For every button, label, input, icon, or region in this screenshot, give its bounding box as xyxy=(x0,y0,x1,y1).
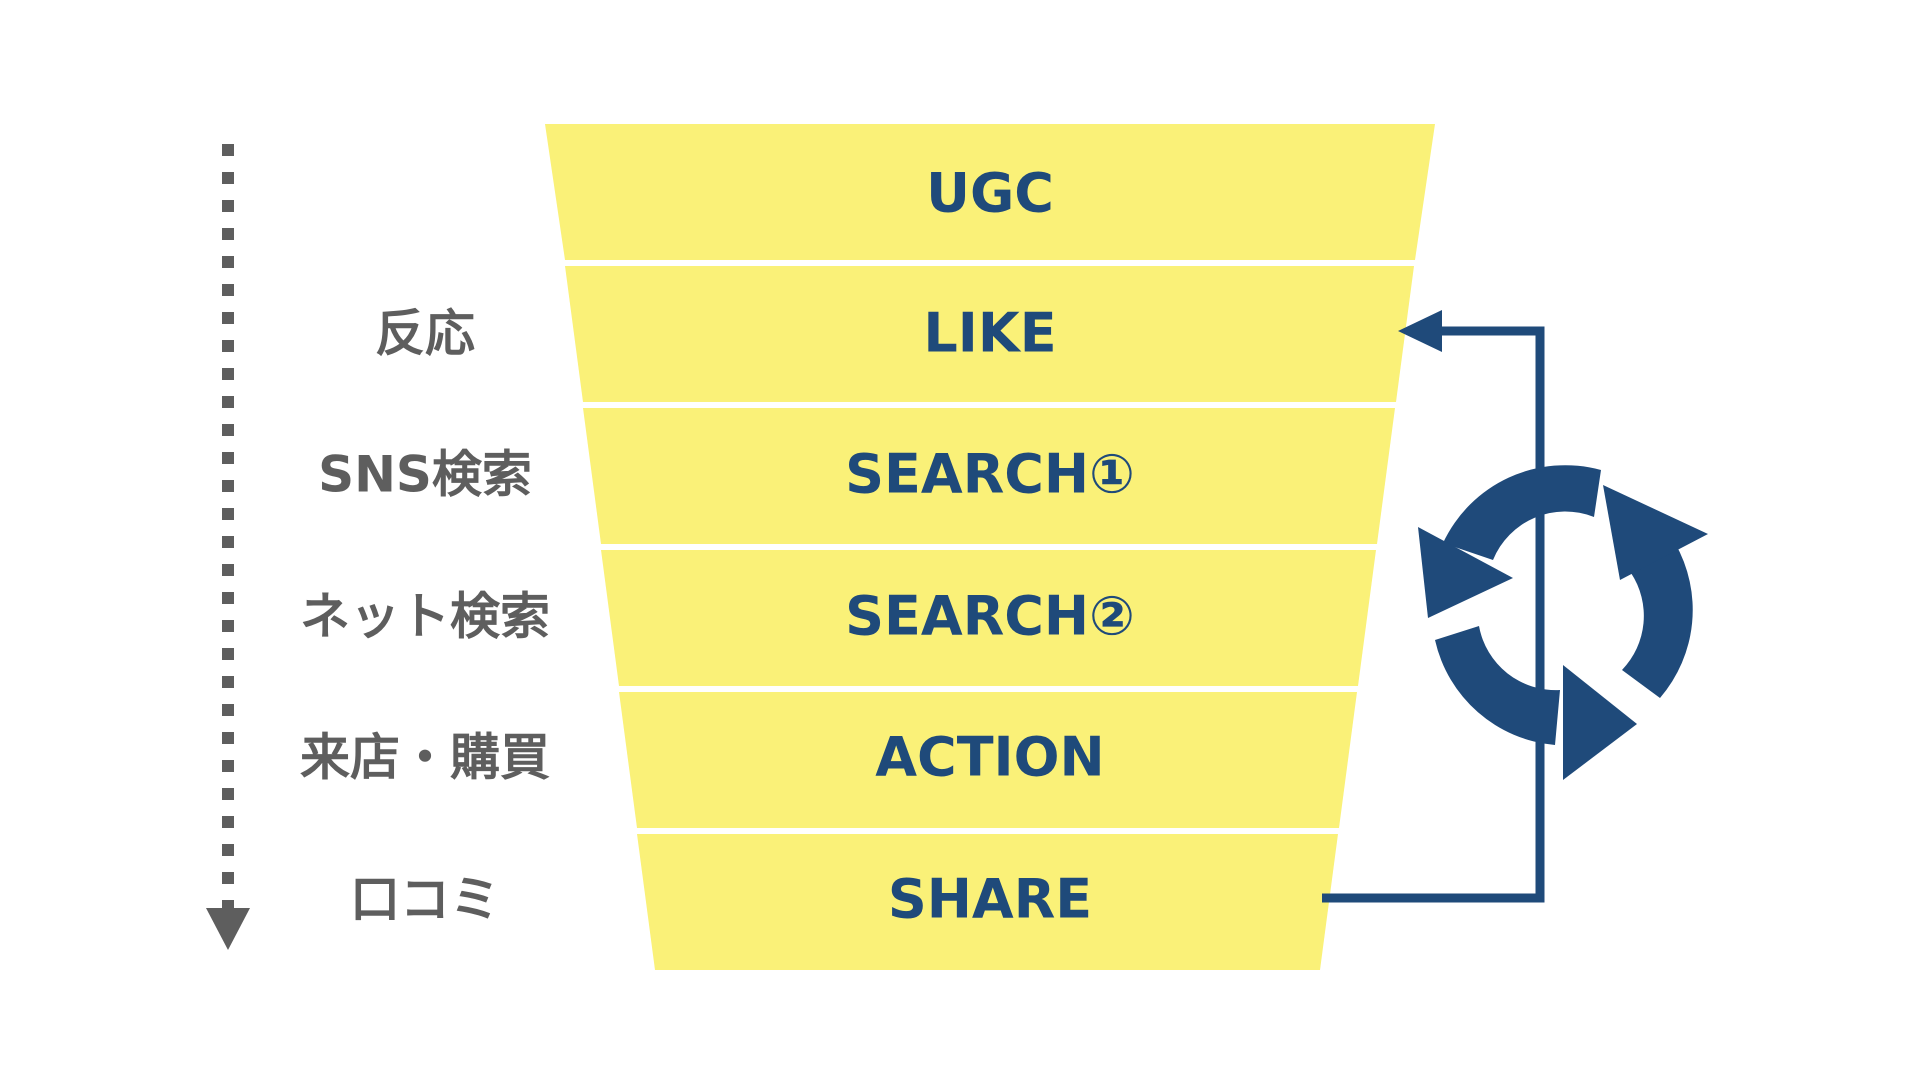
funnel-band-action xyxy=(619,692,1357,828)
feedback-loop-arrow-icon xyxy=(1322,310,1545,903)
funnel-stage-like: LIKE xyxy=(565,266,1414,402)
stage-label-like: LIKE xyxy=(923,302,1056,365)
funnel-stage-search1: SEARCH① xyxy=(583,408,1395,544)
stage-label-search1: SEARCH① xyxy=(845,443,1135,506)
funnel: UGC LIKE SEARCH① SEARCH② ACTION SHARE xyxy=(545,124,1435,970)
side-label-share: 口コミ xyxy=(350,871,500,929)
side-label-search2: ネット検索 xyxy=(300,588,550,646)
funnel-band-ugc xyxy=(545,124,1435,260)
funnel-stage-search2: SEARCH② xyxy=(601,550,1376,686)
dotted-down-arrow-icon xyxy=(206,144,250,950)
side-labels: 反応 SNS検索 ネット検索 来店・購買 口コミ xyxy=(300,305,550,929)
funnel-band-search1 xyxy=(583,408,1395,544)
funnel-band-search2 xyxy=(601,550,1376,686)
stage-label-action: ACTION xyxy=(875,726,1104,789)
funnel-stage-share: SHARE xyxy=(637,834,1338,970)
side-label-action: 来店・購買 xyxy=(300,729,550,787)
side-label-search1: SNS検索 xyxy=(318,446,532,504)
side-label-like: 反応 xyxy=(375,305,475,363)
stage-label-ugc: UGC xyxy=(926,162,1054,225)
stage-label-share: SHARE xyxy=(888,868,1092,931)
funnel-band-like xyxy=(565,266,1414,402)
funnel-stage-ugc: UGC xyxy=(545,124,1435,260)
funnel-band-share xyxy=(637,834,1338,970)
refresh-cycle-icon xyxy=(1418,465,1708,780)
funnel-stage-action: ACTION xyxy=(619,692,1357,828)
stage-label-search2: SEARCH② xyxy=(845,585,1135,648)
